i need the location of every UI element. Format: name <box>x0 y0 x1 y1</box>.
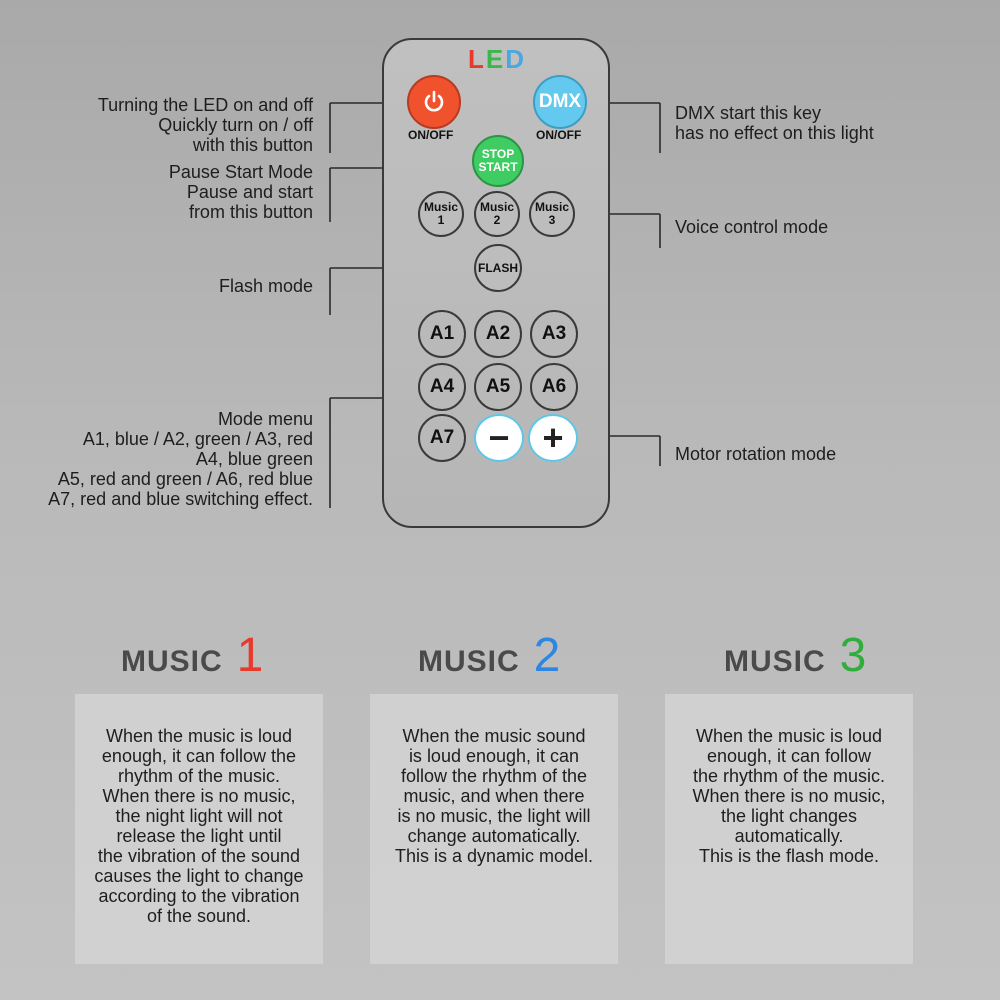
card-line: rhythm of the music. <box>117 766 281 786</box>
mode-a7-button[interactable]: A7 <box>418 414 466 462</box>
card-line: When there is no music, <box>692 786 886 806</box>
music-2-heading-word: MUSIC <box>418 645 520 678</box>
card-line: the night light will not <box>115 806 283 826</box>
card-line: music, and when there <box>403 786 585 806</box>
annotation-line: has no effect on this light <box>675 123 874 143</box>
annotation-line: DMX start this key <box>675 103 822 123</box>
music-1-heading-word: MUSIC <box>121 645 223 678</box>
music-2-button[interactable]: Music 2 <box>474 191 520 237</box>
annotation-power: Turning the LED on and off Quickly turn … <box>98 95 313 155</box>
annotation-line: Mode menu <box>217 409 313 429</box>
card-line: is loud enough, it can <box>408 746 580 766</box>
annotation-line: Turning the LED on and off <box>97 95 313 115</box>
card-line: When the music sound <box>402 726 586 746</box>
mode-a2-button[interactable]: A2 <box>474 310 522 358</box>
card-line: according to the vibration <box>98 886 300 906</box>
music-1-heading: MUSIC 1 <box>121 628 263 682</box>
start-label: START <box>478 160 518 174</box>
mode-a3-button[interactable]: A3 <box>530 310 578 358</box>
annotation-line: A1, blue / A2, green / A3, red <box>82 429 313 449</box>
card-line: change automatically. <box>407 826 581 846</box>
card-line: When there is no music, <box>102 786 296 806</box>
music-3-word: Music <box>534 200 569 214</box>
power-button-label: ON/OFF <box>408 128 454 142</box>
annotation-flash: Flash mode <box>219 276 313 296</box>
music-1-heading-num: 1 <box>236 629 264 682</box>
plus-button[interactable]: + <box>528 414 578 462</box>
led-letter-l: L <box>468 44 486 74</box>
card-line: the vibration of the sound <box>97 846 301 866</box>
annotation-line: A4, blue green <box>195 449 313 469</box>
led-title: LED <box>468 44 526 75</box>
music-1-num: 1 <box>437 213 445 227</box>
annotation-line: Voice control mode <box>675 217 829 237</box>
card-line: enough, it can follow <box>706 746 872 766</box>
card-line: follow the rhythm of the <box>400 766 588 786</box>
stop-start-button[interactable]: STOP START <box>472 135 524 187</box>
music-2-num: 2 <box>493 213 501 227</box>
annotation-line: Pause and start <box>186 182 313 202</box>
annotation-line: with this button <box>192 135 313 155</box>
mode-a1-button[interactable]: A1 <box>418 310 466 358</box>
annotation-dmx: DMX start this key has no effect on this… <box>675 103 874 143</box>
annotation-mode-menu: Mode menu A1, blue / A2, green / A3, red… <box>48 409 313 509</box>
card-line: When the music is loud <box>695 726 883 746</box>
card-line: the rhythm of the music. <box>692 766 886 786</box>
annotation-line: Pause Start Mode <box>168 162 313 182</box>
annotation-motor: Motor rotation mode <box>675 444 836 464</box>
dmx-button-label: ON/OFF <box>536 128 582 142</box>
led-letter-d: D <box>505 44 527 74</box>
card-line: This is the flash mode. <box>698 846 880 866</box>
card-line: is no music, the light will <box>397 806 591 826</box>
minus-button[interactable]: − <box>474 414 524 462</box>
music-3-heading-num: 3 <box>839 629 867 682</box>
dmx-button[interactable]: DMX <box>533 75 587 129</box>
flash-button[interactable]: FLASH <box>474 244 522 292</box>
music-1-description-card: When the music is loud enough, it can fo… <box>75 694 323 964</box>
annotation-line: from this button <box>188 202 313 222</box>
music-3-button[interactable]: Music 3 <box>529 191 575 237</box>
mode-a4-button[interactable]: A4 <box>418 363 466 411</box>
card-line: of the sound. <box>146 906 252 926</box>
card-line: When the music is loud <box>105 726 293 746</box>
mode-a5-button[interactable]: A5 <box>474 363 522 411</box>
music-3-heading: MUSIC 3 <box>724 628 866 682</box>
card-line: This is a dynamic model. <box>394 846 594 866</box>
card-line: causes the light to change <box>94 866 304 886</box>
power-button[interactable] <box>407 75 461 129</box>
card-line: release the light until <box>116 826 282 846</box>
annotation-line: Flash mode <box>218 276 313 296</box>
music-3-heading-word: MUSIC <box>724 645 826 678</box>
annotation-line: Motor rotation mode <box>675 444 837 464</box>
music-3-num: 3 <box>548 213 556 227</box>
music-2-heading-num: 2 <box>533 629 561 682</box>
music-3-description-card: When the music is loud enough, it can fo… <box>665 694 913 964</box>
annotation-line: A5, red and green / A6, red blue <box>57 469 313 489</box>
annotation-pause: Pause Start Mode Pause and start from th… <box>169 162 313 222</box>
card-line: enough, it can follow the <box>101 746 297 766</box>
annotation-voice: Voice control mode <box>675 217 828 237</box>
card-line: the light changes <box>720 806 858 826</box>
music-1-button[interactable]: Music 1 <box>418 191 464 237</box>
music-1-word: Music <box>423 200 458 214</box>
music-2-description-card: When the music sound is loud enough, it … <box>370 694 618 964</box>
power-icon <box>424 90 444 112</box>
music-2-heading: MUSIC 2 <box>418 628 560 682</box>
annotation-line: A7, red and blue switching effect. <box>48 489 313 509</box>
annotation-line: Quickly turn on / off <box>158 115 313 135</box>
music-2-word: Music <box>479 200 514 214</box>
mode-a6-button[interactable]: A6 <box>530 363 578 411</box>
card-line: automatically. <box>734 826 844 846</box>
led-letter-e: E <box>485 44 506 74</box>
stop-label: STOP <box>481 147 515 161</box>
